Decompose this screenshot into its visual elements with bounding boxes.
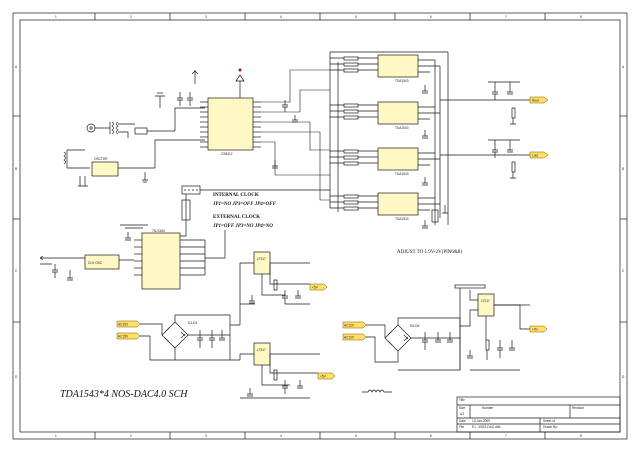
ac15-port-a (116, 320, 141, 328)
dac-label: TDA1543 (395, 172, 409, 176)
adjust-note: ADJUST TO 1.9V-2V(PIN6&8) (397, 250, 462, 255)
output-stage: Rout Lout (470, 81, 549, 179)
col-label: 6 (430, 15, 432, 19)
plus5v-label-b: +5V (320, 375, 327, 379)
col-label: 7 (505, 434, 507, 438)
number-label: Number (482, 406, 494, 410)
file-value: E:\...\NOS-DAC.ddb (472, 425, 501, 429)
row-label: A (622, 65, 625, 69)
decoupling-caps (177, 92, 298, 169)
receiver-label: CS8412 (221, 152, 233, 156)
row-label: C (15, 269, 18, 273)
dac-label: TDA1543 (395, 79, 409, 83)
row-labels: A B C D A B C D (15, 65, 625, 379)
spdif-input (63, 92, 205, 169)
col-label: 8 (580, 434, 582, 438)
ac12-port-b (342, 333, 367, 341)
clock-notes: INTERNAL CLOCK JP1=NO JP3=OFF JP4=OFF EX… (212, 193, 277, 229)
plus5v-port-a (309, 283, 328, 291)
frame-ticks (13, 13, 627, 439)
plus9v-port (529, 325, 548, 333)
bridge2-label: D5-D8 (410, 324, 419, 328)
ac15-port-b (116, 332, 141, 340)
bridge-label: D1-D4 (188, 321, 197, 325)
dac-array: TDA1543 TDA1543 TDA1543 TDA1543 (329, 51, 470, 229)
col-label: 2 (130, 15, 132, 19)
drawn-by-label: Drawn By: (543, 425, 558, 429)
ac12-port-a (342, 321, 367, 329)
row-label: D (622, 375, 625, 379)
dac-label: TDA1543 (395, 217, 409, 221)
col-label: 6 (430, 434, 432, 438)
row-label: A (15, 65, 18, 69)
external-clock-jumpers: JP1=OFF JP3=NO JP4=NO (212, 224, 273, 229)
power-supply-1: AC15V AC15V D1-D4 LT317 LT317 (116, 251, 336, 399)
rout-label: Rout (532, 99, 539, 103)
col-label: 2 (130, 434, 132, 438)
plus5v-label-a: +5V (312, 286, 319, 290)
col-label: 5 (355, 434, 357, 438)
size-label: Size (459, 406, 465, 410)
inductor (362, 389, 392, 393)
reg1-label: LT317 (257, 257, 266, 261)
power-supply-2: AC12V AC12V D5-D8 LT317 +9V (342, 284, 548, 371)
lout-port (529, 151, 549, 159)
internal-clock-jumpers: JP1=NO JP3=OFF JP4=OFF (212, 202, 277, 207)
col-label: 3 (205, 15, 207, 19)
file-label: File (459, 425, 464, 429)
title-block: Title Size A3 Number Revision Date 13-Ja… (456, 396, 621, 433)
row-label: D (15, 375, 18, 379)
rca-connector-icon (86, 123, 96, 133)
cs8412-receiver: CS8412 (191, 68, 330, 201)
col-label: 1 (55, 434, 57, 438)
row-label: B (15, 167, 17, 171)
oscillator: OSCTOR (78, 139, 205, 187)
size-value: A3 (460, 412, 464, 416)
col-label: 8 (580, 15, 582, 19)
lout-label: Lout (532, 154, 538, 158)
ac15-label-b: AC15V (118, 335, 129, 339)
row-label: C (622, 269, 625, 273)
shift-register-section: 74LS164 CLK OSC (39, 224, 226, 290)
date-value: 13-Jan-2009 (472, 419, 490, 423)
col-label: 5 (355, 15, 357, 19)
row-label: B (622, 167, 624, 171)
led-icon (235, 74, 245, 82)
external-clock-heading: EXTERNAL CLOCK (213, 215, 260, 220)
sheet-title: TDA1543*4 NOS-DAC4.0 SCH (60, 389, 188, 400)
inner-frame (19, 19, 621, 433)
reg2-label: LT317 (257, 348, 266, 352)
crystal-label: CLK OSC (88, 261, 103, 265)
ac12-label-a: AC12V (344, 324, 355, 328)
column-labels: 1 2 3 4 5 6 7 8 1 2 3 4 5 6 7 8 (55, 15, 582, 438)
col-label: 1 (55, 15, 57, 19)
col-label: 4 (280, 434, 282, 438)
col-label: 4 (280, 15, 282, 19)
date-label: Date (459, 419, 466, 423)
internal-clock-heading: INTERNAL CLOCK (213, 193, 259, 198)
plus5v-port-b (317, 372, 336, 380)
sheet-of-label: Sheet of (543, 419, 555, 423)
ac12-label-b: AC12V (344, 336, 355, 340)
shift-reg-label: 74LS164 (152, 229, 165, 233)
col-label: 7 (505, 15, 507, 19)
revision-label: Revision (572, 406, 584, 410)
dac-label: TDA1543 (395, 126, 409, 130)
rout-port (529, 96, 549, 104)
plus9v-label: +9V (532, 328, 539, 332)
reg3-label: LT317 (481, 299, 490, 303)
title-label: Title (459, 398, 465, 402)
ac15-label-a: AC15V (118, 323, 129, 327)
oscillator-label: OSCTOR (94, 157, 108, 161)
col-label: 3 (205, 434, 207, 438)
